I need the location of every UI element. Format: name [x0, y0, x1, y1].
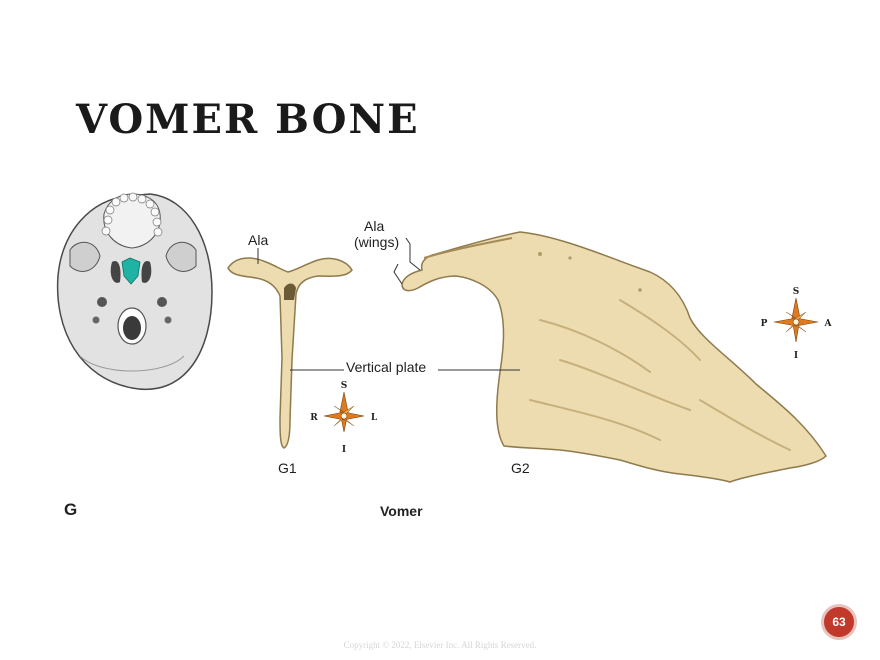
compass-rose-g1: S I R L: [310, 381, 378, 455]
compass-g1-right-label: L: [371, 413, 378, 423]
copyright-notice: Copyright © 2022, Elsevier Inc. All Righ…: [343, 640, 537, 650]
label-ala-wings-line2: (wings): [354, 234, 400, 250]
label-vertical-plate: Vertical plate: [346, 359, 427, 375]
leader-lines: [257, 237, 520, 371]
compass-g1-left-label: R: [310, 413, 318, 423]
compass-g2-top-label: S: [793, 287, 800, 297]
compass-g2-right-label: A: [824, 319, 833, 329]
label-g2: G2: [511, 460, 530, 476]
page-number: 63: [832, 615, 846, 629]
compass-g1-bottom-label: I: [342, 445, 346, 455]
vomer-anterior-view-illustration: [227, 257, 353, 449]
label-g1: G1: [278, 460, 297, 476]
skull-inferior-view-illustration: [56, 192, 213, 391]
panel-letter: G: [64, 500, 78, 519]
label-ala-wings-line1: Ala: [364, 218, 385, 234]
page-number-badge: 63: [821, 604, 857, 640]
vomer-lateral-view-illustration: [401, 231, 827, 483]
vomer-highlight: [121, 257, 141, 285]
figure-caption: Vomer: [380, 503, 423, 519]
compass-g1-top-label: S: [341, 381, 348, 391]
slide-title: VOMER BONE: [76, 96, 420, 143]
label-ala: Ala: [248, 232, 269, 248]
compass-g2-left-label: P: [761, 319, 768, 329]
compass-rose-g2: S I P A: [761, 287, 833, 361]
compass-g2-bottom-label: I: [794, 351, 798, 361]
